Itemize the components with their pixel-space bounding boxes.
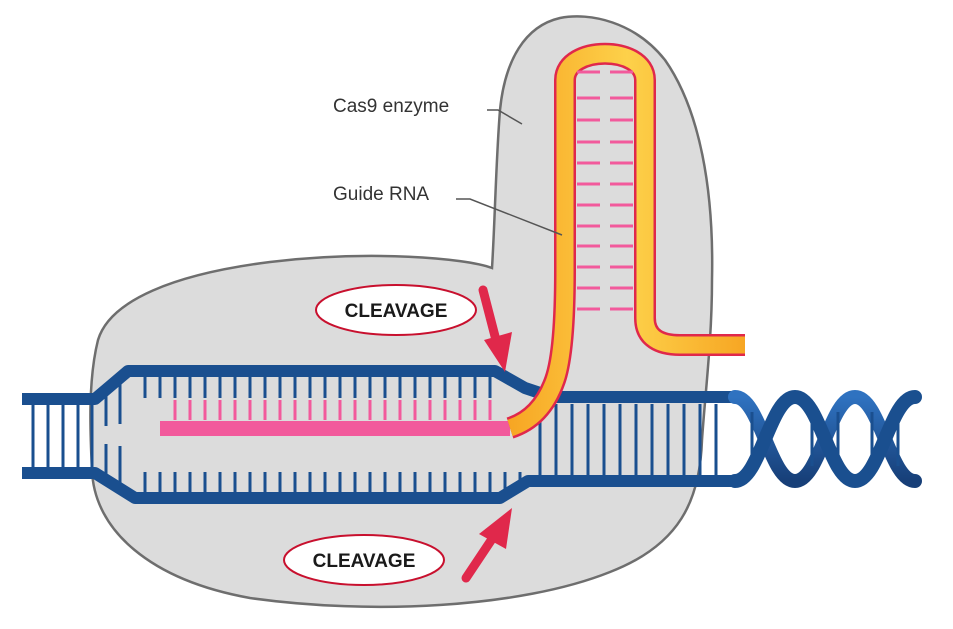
guide-rna-pairing	[173, 400, 492, 420]
guide-rna-scaffold-fill	[506, 45, 745, 437]
dna-bottom-strand	[22, 467, 740, 504]
cleavage-top-arrow	[478, 285, 512, 372]
dna-top-bases	[143, 377, 492, 398]
dna-right-base-pairs	[538, 404, 718, 475]
dna-bottom-bases	[143, 472, 522, 492]
dna-left-base-pairs	[31, 380, 122, 488]
cleavage-top-label: CLEAVAGE	[345, 301, 448, 322]
cleavage-bottom-label: CLEAVAGE	[313, 551, 416, 572]
guide-rna-label: Guide RNA	[333, 184, 429, 205]
cas9-enzyme-label: Cas9 enzyme	[333, 96, 449, 117]
cleavage-bottom-arrow	[461, 508, 512, 583]
guide-rna-spacer	[160, 421, 510, 436]
cas9-leader-line	[487, 109, 523, 125]
dna-double-helix	[728, 389, 922, 489]
cleavage-bottom-callout	[283, 534, 445, 586]
cleavage-top-callout	[315, 284, 477, 336]
guide-rna-hairpin-pairs	[577, 70, 633, 311]
guide-rna-leader-line	[456, 198, 563, 236]
